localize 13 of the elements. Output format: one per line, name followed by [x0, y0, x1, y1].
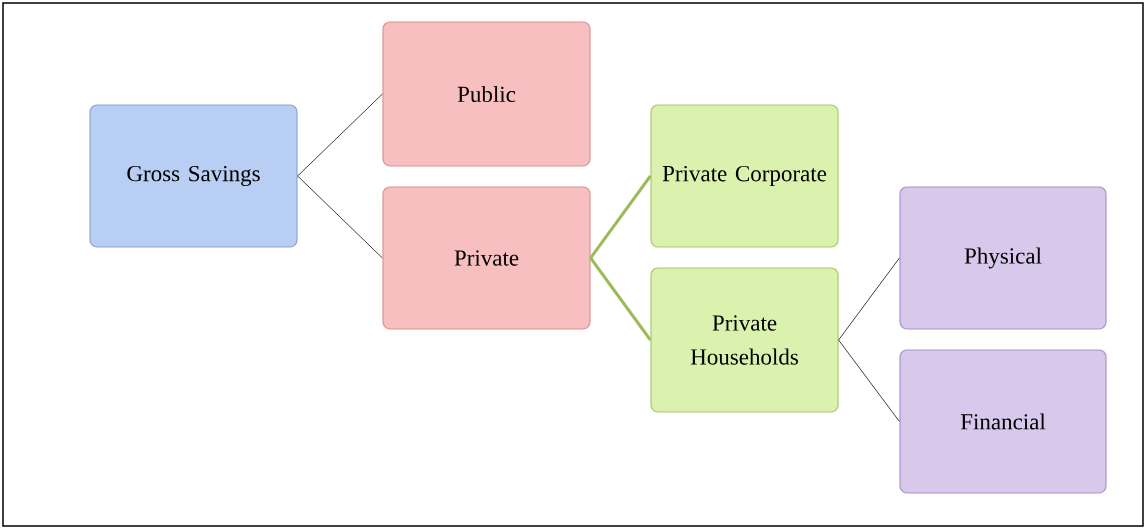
connector-line: [838, 339, 900, 422]
process-box: Private Corporate: [650, 104, 839, 248]
connector-line: [297, 175, 383, 259]
connector-line: [297, 93, 383, 177]
connector-line: [589, 175, 652, 259]
process-box: Financial: [899, 349, 1107, 494]
connector-line: [838, 257, 900, 341]
connector-line: [589, 257, 652, 341]
process-box: Physical: [899, 186, 1107, 330]
process-box: Public: [382, 21, 591, 167]
process-box: Private Households: [650, 267, 839, 413]
process-box: Gross Savings: [89, 104, 298, 248]
process-box: Private: [382, 186, 591, 330]
